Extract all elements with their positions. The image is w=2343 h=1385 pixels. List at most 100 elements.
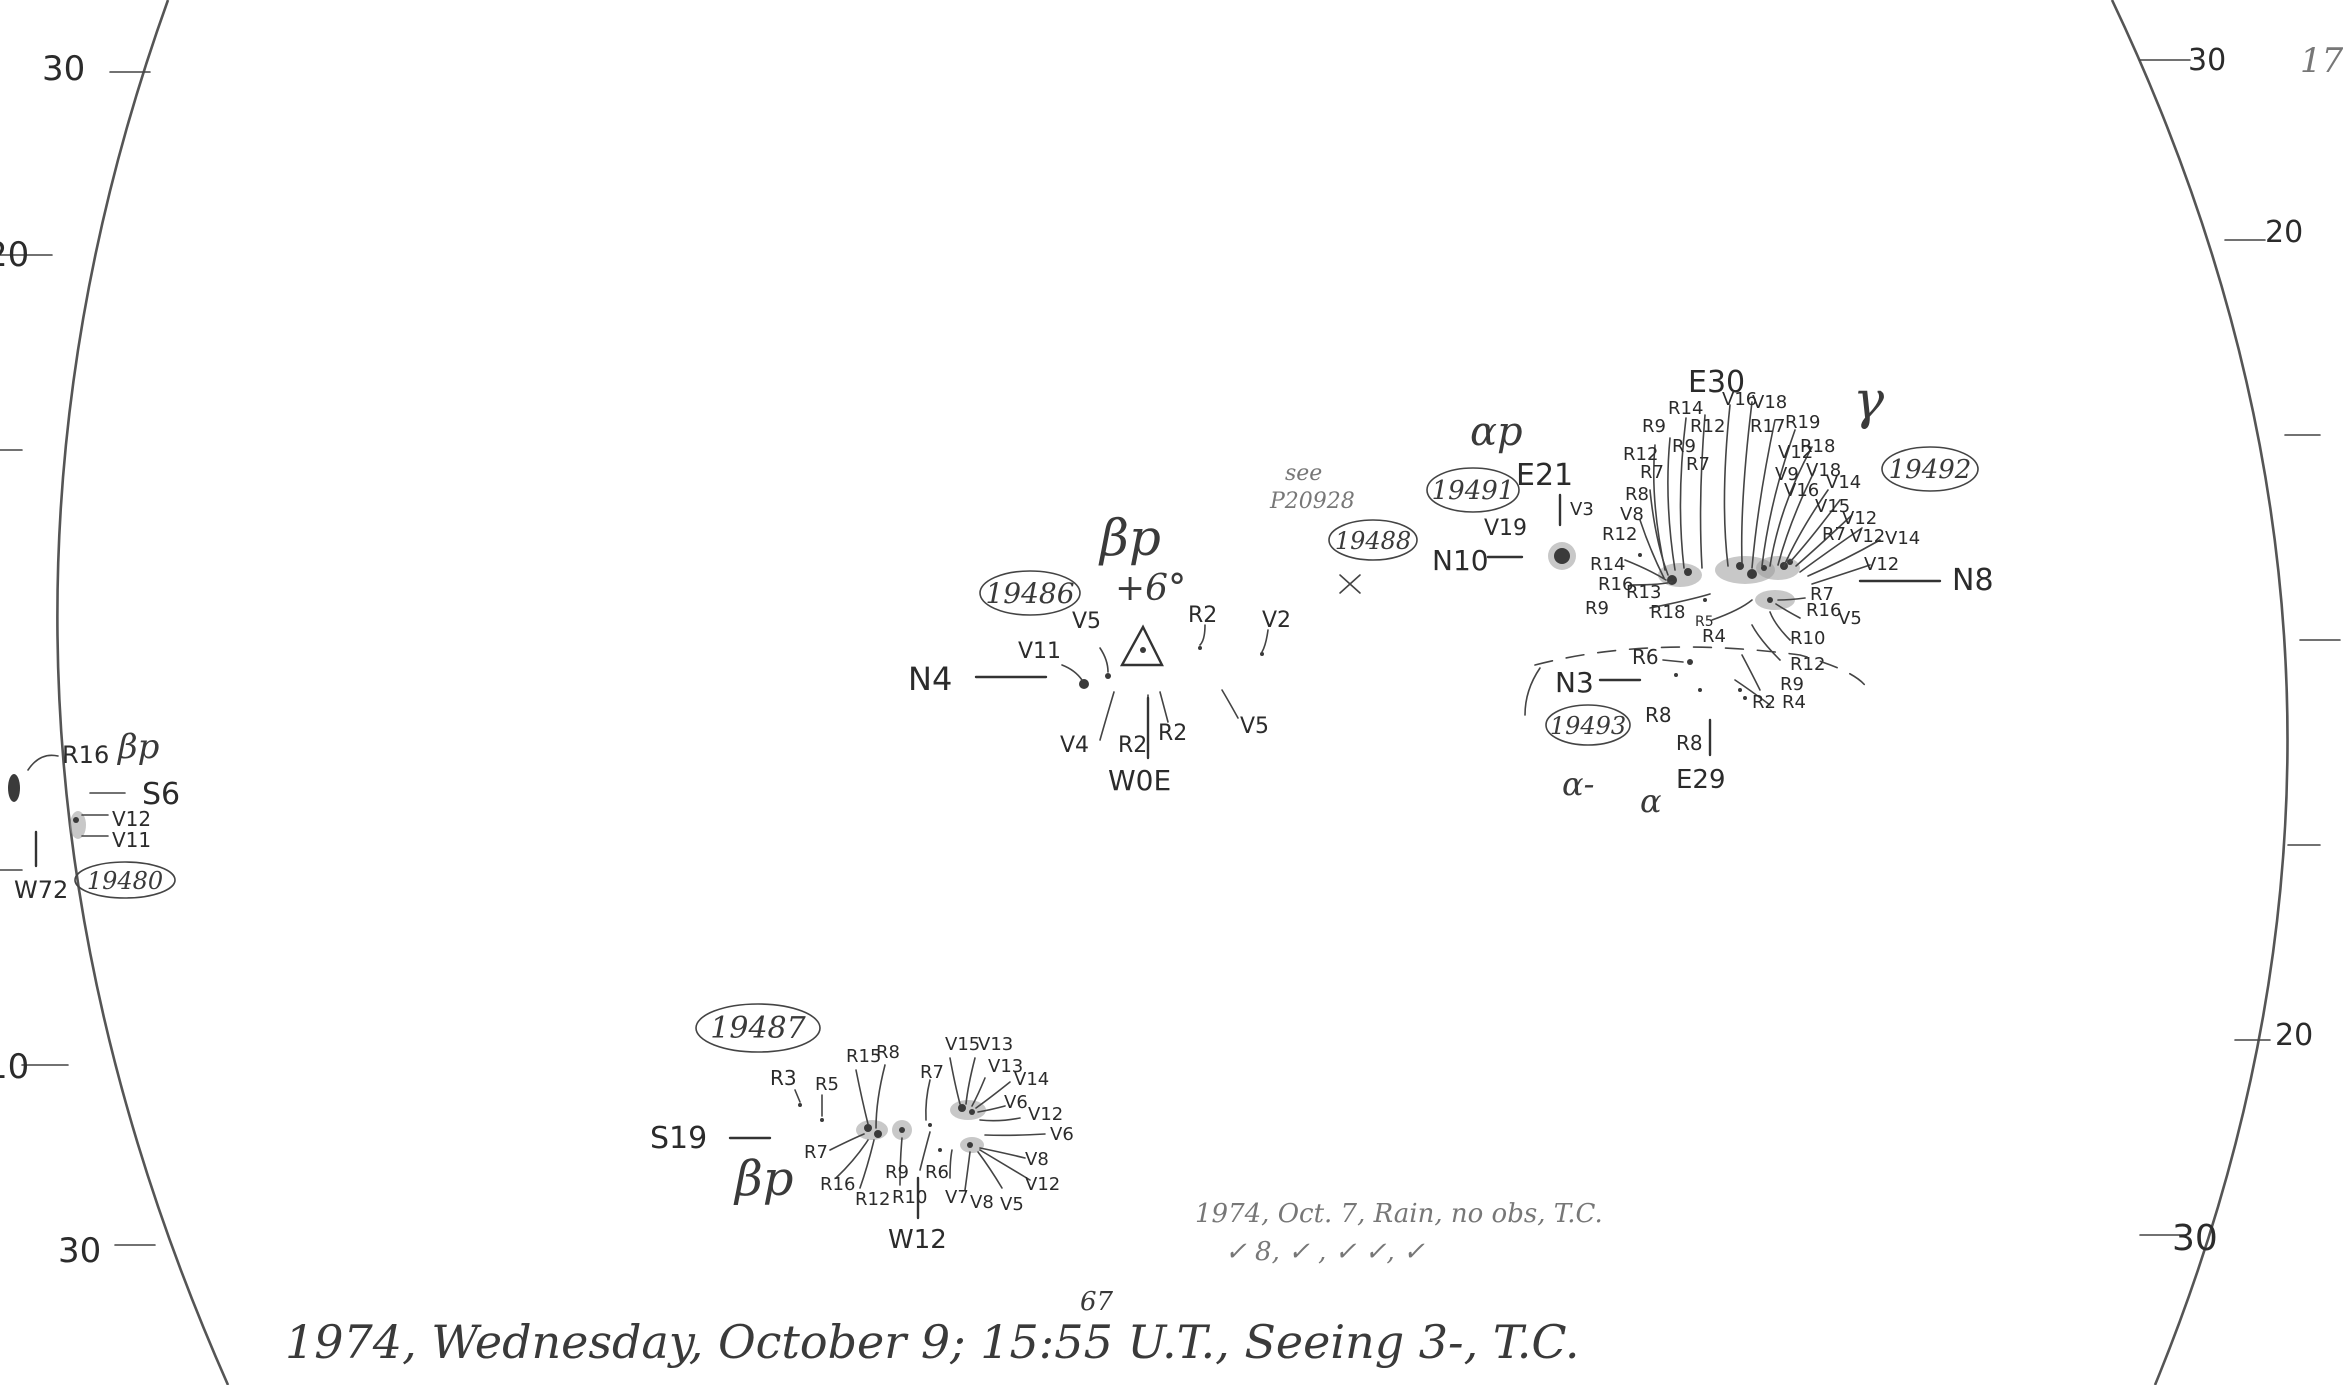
caption: 1974, Wednesday, October 9; 15:55 U.T., … xyxy=(285,1315,1580,1369)
label: V12 xyxy=(1778,442,1813,463)
label: R10 xyxy=(892,1187,927,1208)
label-r2: R2 xyxy=(1188,603,1217,628)
label: V7 xyxy=(945,1187,969,1208)
longitude-label: W12 xyxy=(888,1225,947,1255)
corner-mark: 17 xyxy=(2300,41,2343,81)
caption-superscript: 67 xyxy=(1080,1287,1114,1317)
label: V6 xyxy=(1050,1124,1074,1145)
label: V8 xyxy=(970,1192,994,1213)
label: R9 xyxy=(1780,674,1804,695)
scale-right-20-top: 20 xyxy=(2265,215,2303,250)
left-limb xyxy=(56,0,230,1385)
label: V15 xyxy=(945,1034,980,1055)
label-r6: R6 xyxy=(1632,645,1659,669)
sunspot xyxy=(73,817,79,823)
label: R7 xyxy=(1686,454,1710,475)
class-label: βp xyxy=(733,1151,793,1207)
label: R2 xyxy=(1752,692,1776,713)
label: R14 xyxy=(1590,554,1625,575)
label: V15 xyxy=(1815,496,1850,517)
longitude-label: W0E xyxy=(1108,764,1171,797)
label-v2: V2 xyxy=(1262,608,1291,633)
scale-right-bottom: 30 xyxy=(2172,1218,2218,1259)
class-label-small: α- xyxy=(1562,765,1594,803)
label-r8: R8 xyxy=(1645,703,1672,727)
label: R16 xyxy=(820,1174,855,1195)
see-reference: P20928 xyxy=(1269,489,1355,514)
scale-right-top: 30 xyxy=(2188,43,2226,78)
label: R3 xyxy=(770,1066,797,1090)
label: R7 xyxy=(1822,524,1846,545)
label: V9 xyxy=(1775,464,1799,485)
label: V5 xyxy=(1000,1194,1024,1215)
label: V14 xyxy=(1885,528,1920,549)
label-r8b: R8 xyxy=(1676,731,1703,755)
class-label: γ xyxy=(1853,371,1885,431)
scale-left-20-top: 20 xyxy=(0,235,29,275)
label-v3: V3 xyxy=(1570,499,1594,520)
scale-left-top: 30 xyxy=(42,49,85,89)
limb-ticks xyxy=(0,59,2341,1246)
group-number-oval xyxy=(695,1003,821,1053)
latitude-label: S6 xyxy=(142,777,180,812)
label: V8 xyxy=(1620,504,1644,525)
label: R7 xyxy=(804,1142,828,1163)
latitude-label: N3 xyxy=(1555,666,1594,699)
label: R14 xyxy=(1668,398,1703,419)
label: R5 xyxy=(1695,614,1714,630)
group-number: 19487 xyxy=(710,1011,806,1046)
group-number-oval xyxy=(1545,704,1631,746)
label: V12 xyxy=(1864,554,1899,575)
group-19488: see P20928 19488 xyxy=(1269,461,1418,594)
rain-note-line2: ✓ 8, ✓ , ✓ ✓, ✓ xyxy=(1225,1237,1425,1267)
label: R12 xyxy=(1790,654,1825,675)
class-label: α xyxy=(1640,782,1662,820)
latitude-label: N4 xyxy=(908,660,952,698)
label: V6 xyxy=(1004,1092,1028,1113)
label: R4 xyxy=(1782,692,1806,713)
label: R17 xyxy=(1750,416,1785,437)
sunspot xyxy=(8,774,20,802)
group-number-oval xyxy=(979,570,1081,616)
label: R4 xyxy=(1702,626,1726,647)
label: R8 xyxy=(876,1042,900,1063)
label: V8 xyxy=(1025,1149,1049,1170)
label: R15 xyxy=(846,1046,881,1067)
see-note: see xyxy=(1285,461,1322,486)
label: R18 xyxy=(1800,436,1835,457)
group-boundary xyxy=(1534,646,1869,691)
class-label: αp xyxy=(1470,409,1523,455)
latitude-label: N8 xyxy=(1952,563,1994,598)
label: V12 xyxy=(1025,1174,1060,1195)
group-number-oval xyxy=(74,861,176,899)
rain-note-line1: 1974, Oct. 7, Rain, no obs, T.C. xyxy=(1195,1199,1603,1229)
scale-right-20-bottom: 20 xyxy=(2275,1018,2313,1053)
label: V14 xyxy=(1014,1069,1049,1090)
label: R18 xyxy=(1650,602,1685,623)
group-number: 19491 xyxy=(1432,476,1515,506)
triangle-marker xyxy=(1119,624,1164,667)
label: R9 xyxy=(1672,436,1696,457)
label: R16 xyxy=(1598,574,1633,595)
latitude-label: S19 xyxy=(650,1121,707,1156)
label: R6 xyxy=(925,1162,949,1183)
label: R7 xyxy=(1810,584,1834,605)
group-number: 19488 xyxy=(1335,527,1411,555)
label-v5: V5 xyxy=(1072,609,1101,634)
label-r2c: R2 xyxy=(1158,721,1187,746)
scale-left-20-bottom: 10 xyxy=(0,1047,29,1087)
label: V14 xyxy=(1826,472,1861,493)
label: R12 xyxy=(855,1189,890,1210)
latitude-label: N10 xyxy=(1432,544,1489,577)
longitude-label: E30 xyxy=(1688,365,1745,400)
longitude-label: E21 xyxy=(1516,458,1573,493)
group-number: 19486 xyxy=(985,577,1074,610)
label: R12 xyxy=(1690,416,1725,437)
label-v5b: V5 xyxy=(1240,714,1269,739)
label-r16: R16 xyxy=(62,741,109,769)
label-v4: V4 xyxy=(1060,733,1089,758)
angle-label: +6° xyxy=(1115,568,1186,609)
label-r2b: R2 xyxy=(1118,733,1147,758)
group-number: 19493 xyxy=(1550,712,1626,740)
